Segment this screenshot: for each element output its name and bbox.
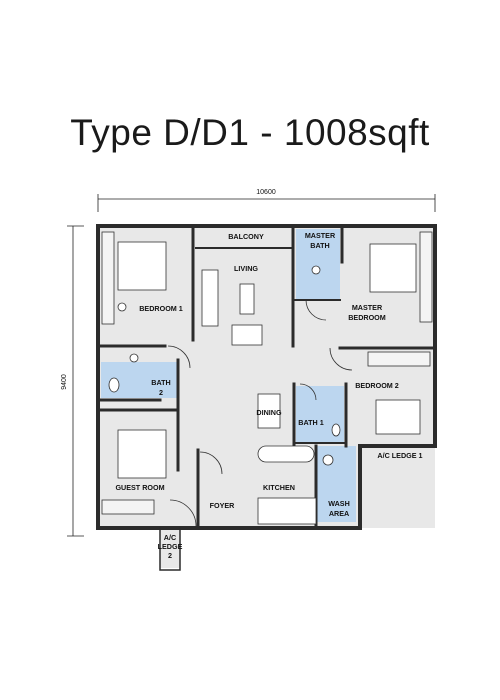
bed-bedroom2 [375, 399, 421, 435]
wash-area-floor [316, 446, 356, 522]
height-dimension-label: 9400 [61, 374, 68, 390]
room-label-bedroom2: BEDROOM 2 [355, 381, 399, 390]
width-dimension-label: 10600 [256, 189, 276, 196]
room-label-ac-ledge2-2: LEDGE [158, 542, 183, 551]
room-label-bath2-1: BATH [151, 378, 170, 387]
room-label-master-bath-1: MASTER [305, 231, 336, 240]
room-label-master-bath-2: BATH [310, 241, 329, 250]
room-label-kitchen: KITCHEN [263, 483, 295, 492]
room-label-bedroom1: BEDROOM 1 [139, 304, 183, 313]
room-label-wash-area-2: AREA [329, 509, 349, 518]
room-label-guest-room: GUEST ROOM [115, 483, 164, 492]
height-dimension [67, 225, 84, 537]
walls [96, 224, 437, 571]
width-dimension [97, 194, 436, 212]
bed-master [369, 243, 417, 293]
room-label-wash-area-1: WASH [328, 499, 350, 508]
room-label-balcony: BALCONY [228, 232, 264, 241]
room-label-bath2-2: 2 [159, 388, 163, 397]
room-labels: BALCONY MASTER BATH LIVING BEDROOM 1 MAS… [115, 231, 422, 560]
room-label-dining: DINING [256, 408, 282, 417]
ac-ledge-2-floor [160, 528, 180, 568]
bed-bedroom1 [117, 241, 167, 291]
room-label-master-bedroom-1: MASTER [352, 303, 383, 312]
bed-guest-room [117, 429, 167, 479]
plan-title: Type D/D1 - 1008sqft [70, 112, 430, 153]
room-label-bath1: BATH 1 [298, 418, 323, 427]
room-label-ac-ledge1: A/C LEDGE 1 [377, 451, 422, 460]
room-label-living: LIVING [234, 264, 258, 273]
furniture [101, 231, 433, 525]
doors [167, 299, 353, 527]
room-label-ac-ledge2-1: A/C [164, 533, 176, 542]
room-label-master-bedroom-2: BEDROOM [348, 313, 386, 322]
master-bath-floor [296, 229, 340, 299]
room-label-foyer: FOYER [210, 501, 236, 510]
room-label-ac-ledge2-3: 2 [168, 551, 172, 560]
